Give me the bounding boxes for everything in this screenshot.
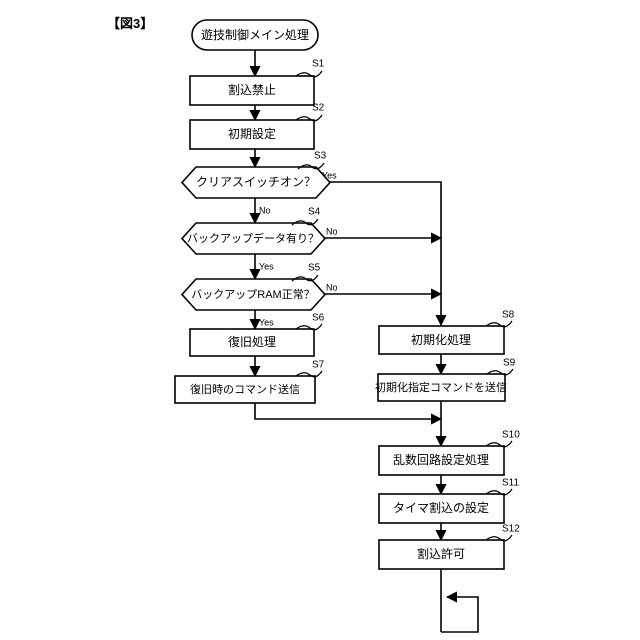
node-s11-shape bbox=[378, 493, 505, 524]
node-s12-shape bbox=[378, 539, 505, 570]
node-s7-label: 復旧時のコマンド送信 bbox=[190, 382, 300, 396]
node-s8-label: 初期化処理 bbox=[411, 333, 471, 347]
node-s5-shape bbox=[180, 278, 327, 311]
node-s4-label: バックアップデータ有り？ bbox=[187, 231, 319, 245]
step-label-s3: S3 bbox=[314, 151, 327, 162]
node-s9-shape bbox=[377, 373, 506, 402]
node-start-shape bbox=[191, 19, 319, 51]
node-s9-label: 初期化指定コマンドを送信 bbox=[375, 380, 507, 394]
node-s12-label: 割込許可 bbox=[417, 546, 465, 561]
branch-label-s4-yes: Yes bbox=[259, 261, 274, 271]
branch-label-s4-no: No bbox=[326, 226, 338, 236]
node-s4-shape bbox=[180, 222, 327, 255]
node-s1-label: 割込禁止 bbox=[228, 82, 276, 97]
step-label-s9: S9 bbox=[503, 358, 516, 369]
node-s1-shape bbox=[189, 75, 315, 106]
step-label-s11: S11 bbox=[502, 478, 519, 489]
leader-s7 bbox=[295, 370, 323, 378]
node-s2-shape bbox=[189, 119, 315, 150]
figure-number-label: 【図3】 bbox=[107, 16, 154, 31]
step-label-s6: S6 bbox=[312, 313, 325, 324]
node-s11-label: タイマ割込の設定 bbox=[393, 500, 489, 515]
leader-s11 bbox=[485, 488, 513, 496]
edge-s3-yes-to-trunk bbox=[322, 181, 447, 327]
node-s2-label: 初期設定 bbox=[228, 126, 276, 141]
step-label-s10: S10 bbox=[502, 430, 520, 441]
leader-s10 bbox=[485, 440, 513, 448]
step-label-s8: S8 bbox=[502, 310, 515, 321]
node-s7-shape bbox=[174, 375, 316, 404]
branch-label-s3-yes: Yes bbox=[322, 170, 337, 180]
branch-label-s5-no: No bbox=[326, 282, 338, 292]
node-start-label: 遊技制御メイン処理 bbox=[201, 27, 309, 42]
leader-s5 bbox=[291, 274, 319, 282]
branch-label-s5-yes: Yes bbox=[259, 317, 274, 327]
step-label-s12: S12 bbox=[502, 524, 520, 535]
step-label-s5: S5 bbox=[308, 263, 321, 274]
node-s6-label: 復旧処理 bbox=[228, 334, 276, 349]
leader-s12 bbox=[485, 534, 513, 542]
node-s3-shape bbox=[180, 166, 332, 199]
leader-s9 bbox=[486, 368, 514, 376]
node-s10-label: 乱数回路設定処理 bbox=[393, 452, 489, 467]
leader-s8 bbox=[485, 320, 513, 328]
node-s8-shape bbox=[378, 325, 505, 355]
leader-s6 bbox=[295, 323, 323, 331]
edge-loop-return bbox=[441, 591, 479, 633]
leader-s3 bbox=[297, 162, 325, 170]
node-s3-label: クリアスイッチオン？ bbox=[196, 175, 316, 189]
leader-s4 bbox=[291, 218, 319, 226]
branch-label-s3-no: No bbox=[259, 205, 271, 215]
step-label-s4: S4 bbox=[308, 207, 321, 218]
step-label-s1: S1 bbox=[312, 59, 325, 70]
node-s6-shape bbox=[189, 328, 315, 357]
edge-s7-to-trunk bbox=[254, 403, 443, 425]
leader-s2 bbox=[295, 114, 323, 122]
node-s10-shape bbox=[378, 445, 505, 476]
step-label-s2: S2 bbox=[312, 103, 325, 114]
leader-s1 bbox=[295, 70, 323, 78]
node-s5-label: バックアップRAM正常？ bbox=[191, 288, 314, 301]
step-label-s7: S7 bbox=[312, 360, 325, 371]
